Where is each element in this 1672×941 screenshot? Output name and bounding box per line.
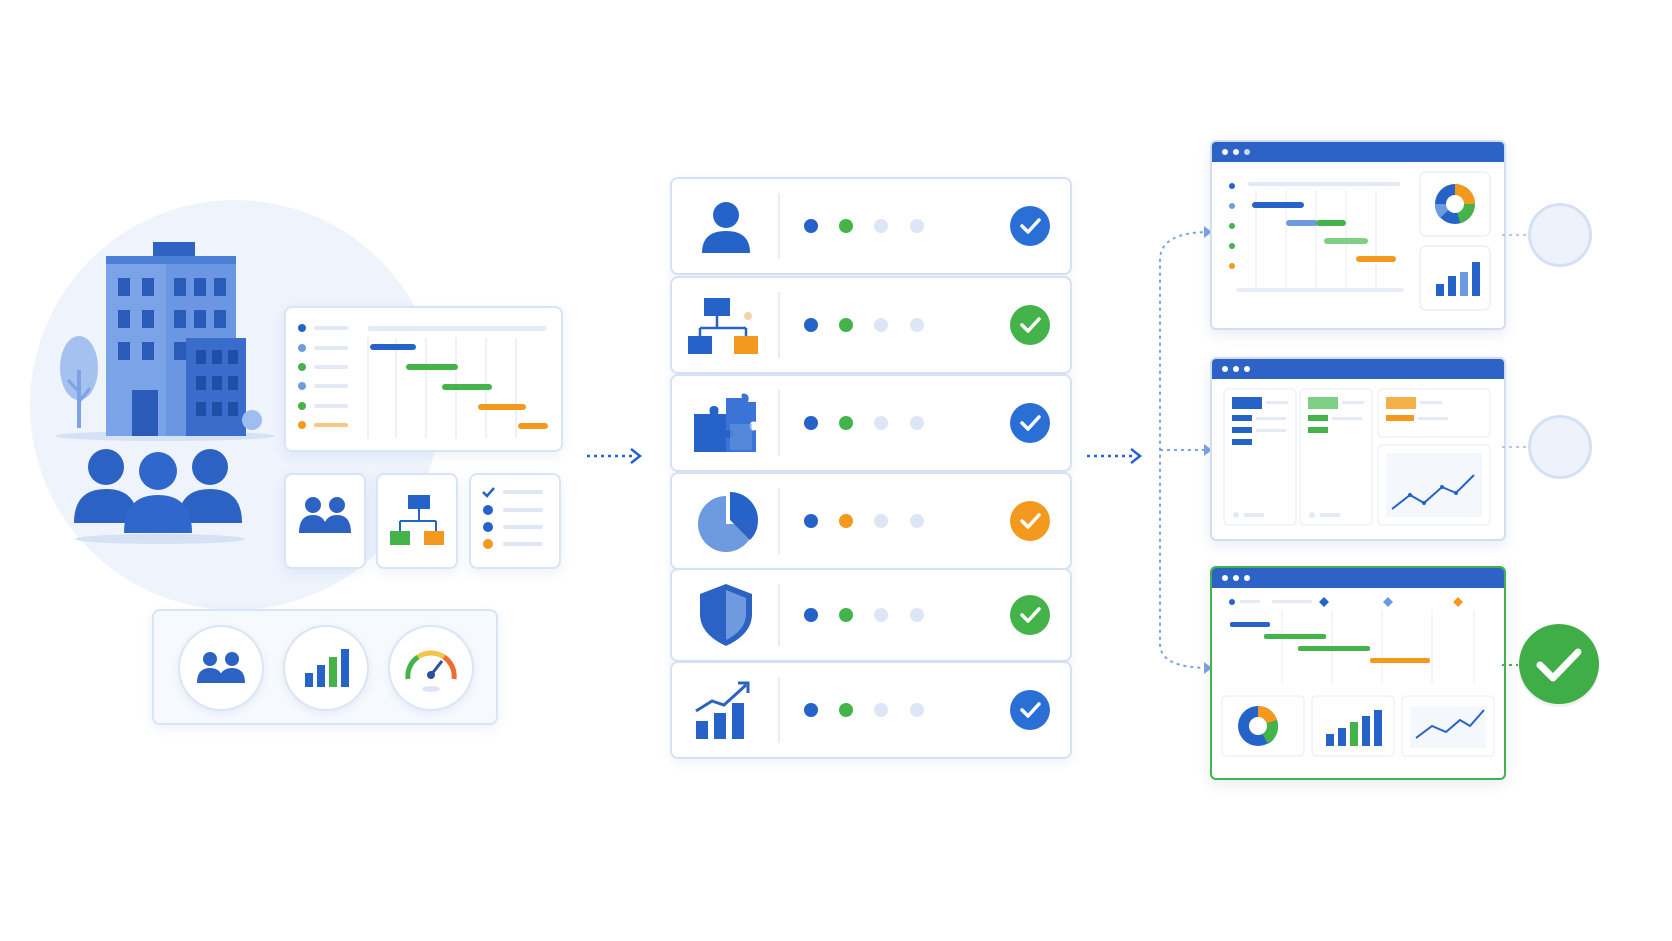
timeline-chart-icon	[1221, 597, 1495, 757]
puzzle-icon	[694, 393, 756, 452]
window-control-dot	[1244, 575, 1250, 581]
progress-dot	[874, 318, 888, 332]
window-control-dot	[1244, 149, 1250, 155]
row-divider	[778, 677, 780, 743]
status-check-icon	[1010, 206, 1050, 246]
status-check-icon	[1010, 305, 1050, 345]
kanban-dashboard-window	[1210, 357, 1506, 541]
checklist-row	[670, 276, 1072, 374]
timeline-dashboard-window	[1210, 566, 1506, 780]
row-divider	[778, 488, 780, 554]
checklist-row	[670, 177, 1072, 275]
window-title-bar	[1212, 142, 1504, 162]
org-chart-icon	[688, 298, 758, 354]
window-control-dot	[1222, 575, 1228, 581]
row-divider	[778, 584, 780, 646]
progress-dot	[874, 219, 888, 233]
pending-status-node	[1528, 203, 1592, 267]
checklist-row	[670, 661, 1072, 759]
progress-dot	[910, 318, 924, 332]
progress-dot	[804, 416, 818, 430]
org-chart-icon	[390, 495, 444, 545]
progress-dot	[874, 416, 888, 430]
row-divider	[778, 292, 780, 358]
flow-arrow-left	[587, 448, 643, 464]
row-divider	[778, 390, 780, 456]
window-control-dot	[1233, 149, 1239, 155]
window-control-dot	[1233, 575, 1239, 581]
progress-dot	[839, 703, 853, 717]
progress-dot	[839, 514, 853, 528]
status-check-icon	[1010, 501, 1050, 541]
status-check-icon	[1010, 690, 1050, 730]
progress-dot	[804, 608, 818, 622]
people-card	[284, 473, 366, 569]
progress-dot	[839, 318, 853, 332]
progress-dot	[874, 608, 888, 622]
progress-dot	[910, 514, 924, 528]
people-icon	[197, 652, 245, 683]
org-chart-card	[376, 473, 458, 569]
checklist-row	[670, 472, 1072, 570]
metrics-card	[152, 609, 498, 725]
tree-icon	[60, 336, 98, 428]
progress-dot	[910, 219, 924, 233]
progress-dot	[874, 703, 888, 717]
progress-dot	[910, 608, 924, 622]
row-divider	[778, 193, 780, 259]
window-control-dot	[1222, 149, 1228, 155]
speedometer-gauge-icon	[405, 650, 457, 692]
success-check-icon	[1519, 624, 1599, 707]
gantt-chart-icon	[1229, 171, 1491, 311]
progress-dot	[804, 703, 818, 717]
gantt-chart-icon	[298, 324, 548, 438]
status-check-icon	[1010, 595, 1050, 635]
progress-dot	[804, 514, 818, 528]
status-connector	[1502, 664, 1518, 666]
branch-connector	[1159, 226, 1212, 674]
checklist-card	[469, 473, 561, 569]
gantt-dashboard-window	[1210, 140, 1506, 330]
progress-dot	[910, 703, 924, 717]
growth-chart-icon	[695, 681, 750, 739]
gantt-chart-card	[284, 306, 563, 452]
shield-icon	[700, 584, 752, 646]
window-title-bar	[1212, 359, 1504, 379]
people-circle	[178, 625, 264, 711]
progress-dot	[839, 608, 853, 622]
progress-dot	[874, 514, 888, 528]
pie-chart-icon	[698, 492, 759, 552]
window-control-dot	[1233, 366, 1239, 372]
gauge-circle	[388, 625, 474, 711]
window-control-dot	[1244, 366, 1250, 372]
bar-chart-circle	[283, 625, 369, 711]
progress-dot	[839, 219, 853, 233]
progress-dot	[804, 219, 818, 233]
people-icon	[299, 497, 351, 533]
window-title-bar	[1212, 568, 1504, 588]
kanban-board-icon	[1223, 388, 1491, 526]
bar-chart-icon	[305, 649, 349, 687]
window-control-dot	[1222, 366, 1228, 372]
team-people-icon	[74, 449, 245, 544]
progress-dot	[910, 416, 924, 430]
status-check-icon	[1010, 403, 1050, 443]
progress-dot	[839, 416, 853, 430]
checklist-row	[670, 374, 1072, 472]
progress-dot	[804, 318, 818, 332]
flow-arrow-right	[1087, 448, 1143, 464]
pending-status-node	[1528, 415, 1592, 479]
office-building-icon	[55, 242, 275, 441]
checklist-icon	[482, 487, 543, 549]
user-icon	[702, 202, 750, 253]
checklist-row	[670, 568, 1072, 662]
